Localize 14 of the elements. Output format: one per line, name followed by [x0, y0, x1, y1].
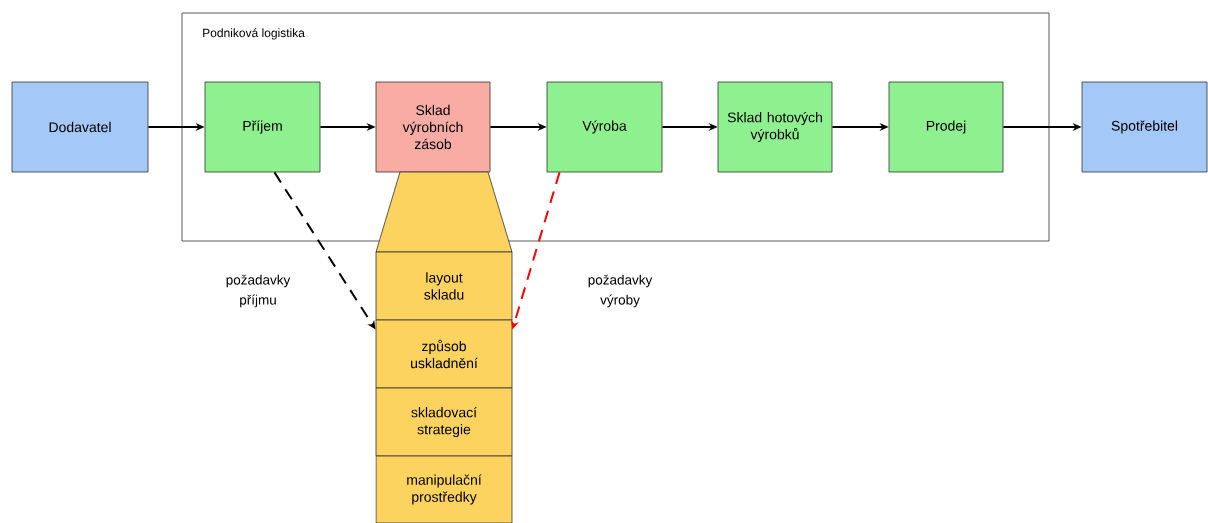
funnel-shape: [375, 171, 513, 253]
stack-cell: layout skladu: [375, 251, 513, 321]
edge-label: požadavky příjmu: [214, 273, 302, 309]
warehouse-box: Sklad hotových výrobků: [717, 81, 833, 173]
stack-cell: manipulační prostředky: [375, 455, 513, 523]
edge-label: požadavky výroby: [576, 273, 664, 309]
process-box: Výroba: [546, 81, 663, 173]
process-box: Spotřebitel: [1081, 81, 1208, 173]
stack-cell: způsob uskladnění: [375, 319, 513, 389]
process-box: Prodej: [888, 81, 1004, 173]
process-box: Dodavatel: [11, 81, 149, 173]
process-box: Příjem: [204, 81, 321, 173]
stack-cell: skladovací strategie: [375, 387, 513, 457]
warehouse-box: Sklad výrobních zásob: [375, 81, 491, 173]
